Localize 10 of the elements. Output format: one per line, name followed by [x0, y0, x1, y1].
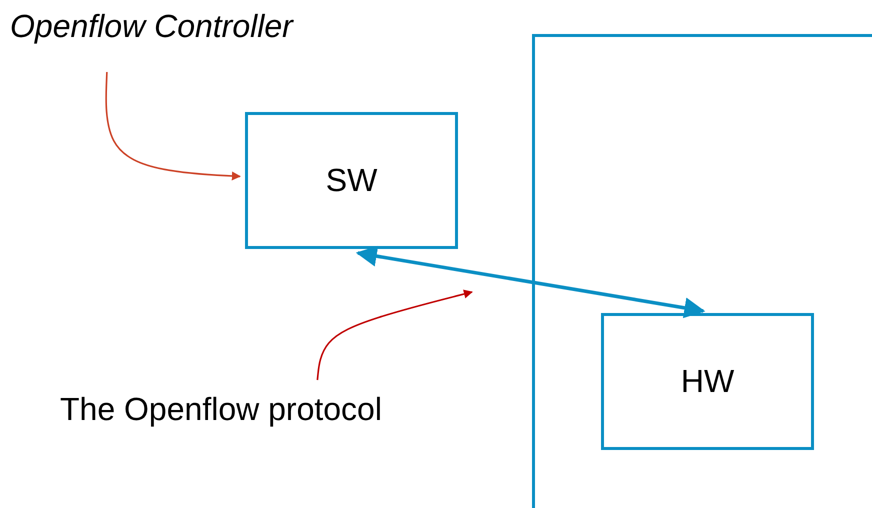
leader-line: [316, 290, 473, 380]
protocol-label: The Openflow protocol: [60, 390, 382, 428]
box-label: HW: [680, 363, 734, 400]
arrow: [105, 72, 241, 180]
hw-box: [601, 313, 814, 450]
arrow: [356, 246, 706, 318]
controller-label: Openflow Controller: [10, 8, 293, 44]
device-box: [532, 34, 872, 508]
sw-box: [245, 112, 458, 249]
box-label: SW: [326, 162, 378, 199]
